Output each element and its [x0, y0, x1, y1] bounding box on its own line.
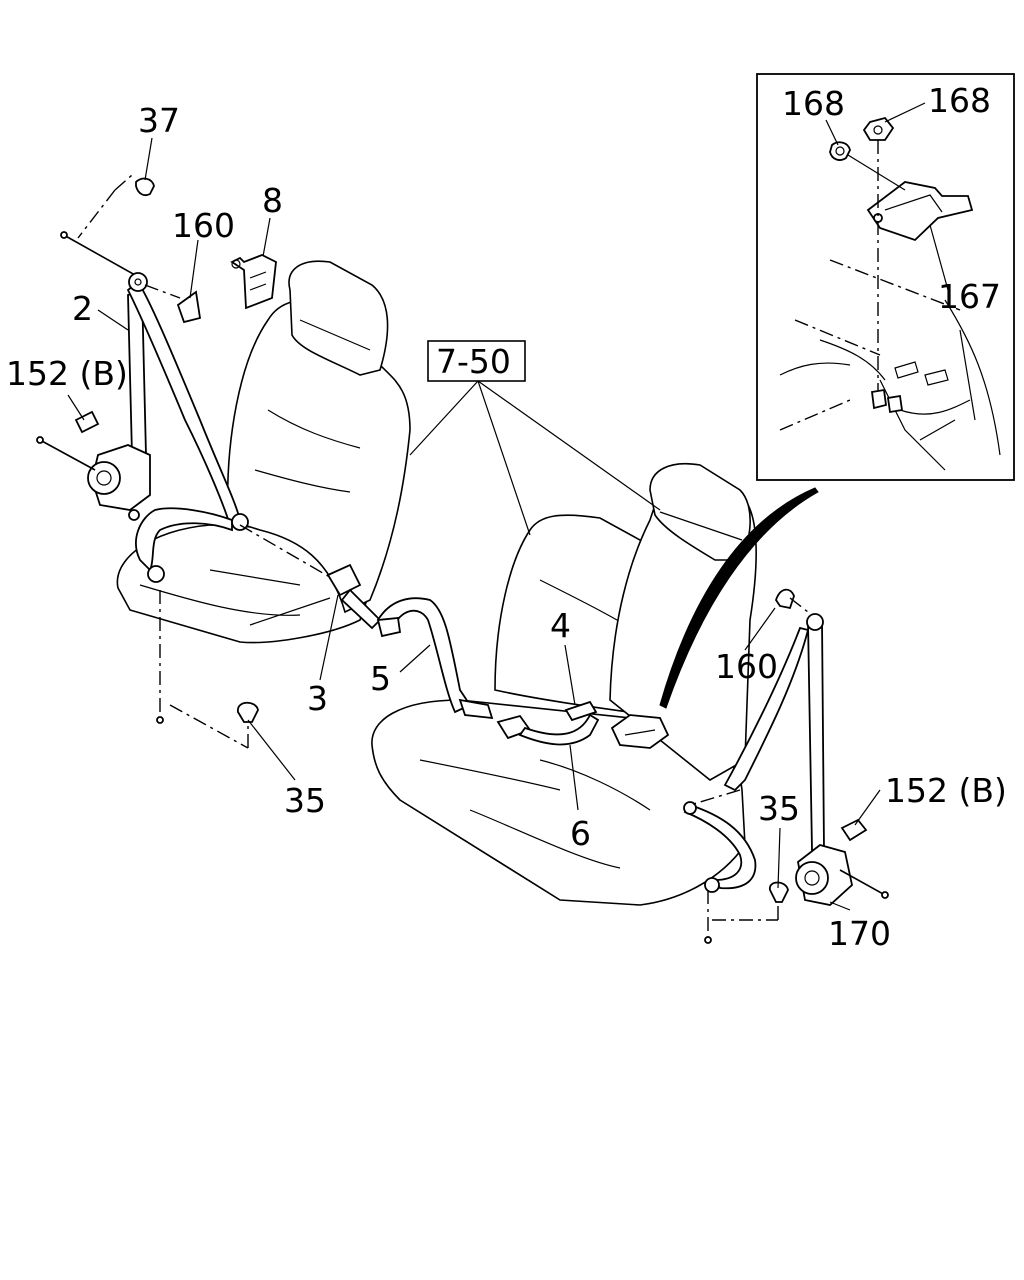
- label-37: 37: [138, 101, 180, 140]
- leader-lines: [67, 102, 949, 911]
- inset-frame: [756, 73, 1015, 481]
- label-3: 3: [307, 679, 328, 718]
- label-152b-right: 152 (B): [885, 771, 1007, 810]
- label-167: 167: [938, 277, 1001, 316]
- label-35-left: 35: [284, 781, 326, 820]
- part-8-bracket: [230, 254, 277, 310]
- label-7-50: 7-50: [436, 342, 511, 381]
- label-160-left: 160: [172, 206, 235, 245]
- label-2: 2: [72, 289, 93, 328]
- left-seat: [116, 260, 411, 644]
- label-8: 8: [262, 181, 283, 220]
- ref-7-50-group: [409, 340, 661, 536]
- label-6: 6: [570, 814, 591, 853]
- left-belt-assembly: [36, 174, 494, 749]
- label-168-left: 168: [782, 84, 845, 123]
- label-5: 5: [370, 659, 391, 698]
- ref-7-50-box: [427, 340, 526, 382]
- right-belt-assembly: [496, 487, 889, 944]
- label-160-right: 160: [715, 647, 778, 686]
- label-152b-left: 152 (B): [6, 354, 128, 393]
- label-35-right: 35: [758, 789, 800, 828]
- label-4: 4: [550, 606, 571, 645]
- inset-detail: [756, 73, 1015, 481]
- label-170: 170: [828, 914, 891, 953]
- right-seat: [371, 463, 757, 906]
- label-168-right: 168: [928, 81, 991, 120]
- part-labels: 37 160 8 2 152 (B) 7-50 3 5 35 4 6 160 1…: [6, 81, 1007, 953]
